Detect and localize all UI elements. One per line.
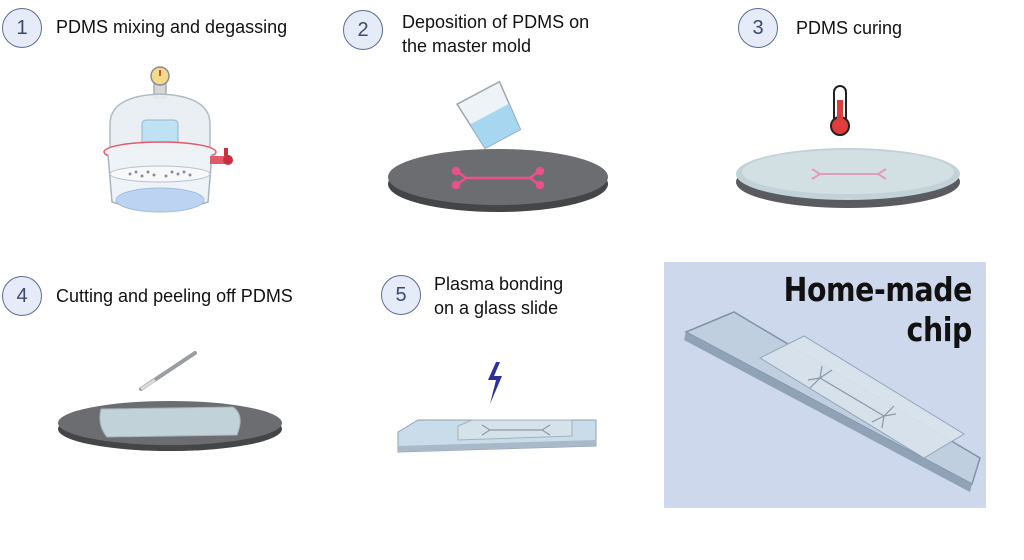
step-2-badge: 2 xyxy=(343,10,383,50)
title-line2: chip xyxy=(906,310,973,349)
step-4-label: Cutting and peeling off PDMS xyxy=(56,286,293,306)
stopcock-valve-icon xyxy=(210,148,233,165)
scalpel-icon xyxy=(139,351,197,391)
desiccator-illustration xyxy=(103,66,233,213)
plasma-bonding-illustration xyxy=(397,362,597,453)
home-made-chip-title: Home-made chip xyxy=(783,270,973,350)
bonded-channels xyxy=(481,424,551,436)
home-made-chip-panel: Home-made chip xyxy=(664,262,986,508)
chip-illustration xyxy=(684,311,981,492)
step-1-label: PDMS mixing and degassing xyxy=(56,17,288,37)
cured-channels xyxy=(811,168,887,180)
perforated-plate xyxy=(109,165,211,183)
step-3-badge: 3 xyxy=(738,8,778,48)
step-3-number: 3 xyxy=(752,16,764,39)
step-5-number: 5 xyxy=(395,283,407,306)
mold-channels xyxy=(451,166,545,190)
thermometer-icon xyxy=(830,85,850,136)
step-2-number: 2 xyxy=(357,18,369,41)
step-4-badge: 4 xyxy=(2,276,42,316)
step-5-label-line2: on a glass slide xyxy=(434,298,559,318)
step-5-label: Plasma bonding on a glass slide xyxy=(434,272,563,320)
beaker-pouring-icon xyxy=(456,80,522,150)
step-3-label: PDMS curing xyxy=(796,18,903,38)
pouring-illustration xyxy=(388,80,608,212)
curing-illustration xyxy=(736,85,960,208)
step-5-label-line1: Plasma bonding xyxy=(434,274,564,294)
step-2-label-line2: the master mold xyxy=(402,36,532,56)
cutting-illustration xyxy=(58,351,282,451)
step-1-number: 1 xyxy=(16,16,28,39)
title-line1: Home-made xyxy=(783,270,973,309)
step-5-badge: 5 xyxy=(381,275,421,315)
desiccant xyxy=(115,187,205,213)
step-1-badge: 1 xyxy=(2,8,42,48)
step-4-number: 4 xyxy=(16,284,28,307)
lightning-bolt-icon xyxy=(488,362,502,404)
step-2-label-line1: Deposition of PDMS on xyxy=(402,12,590,32)
step-2-label: Deposition of PDMS on the master mold xyxy=(402,10,589,58)
peeled-pdms xyxy=(99,406,241,438)
